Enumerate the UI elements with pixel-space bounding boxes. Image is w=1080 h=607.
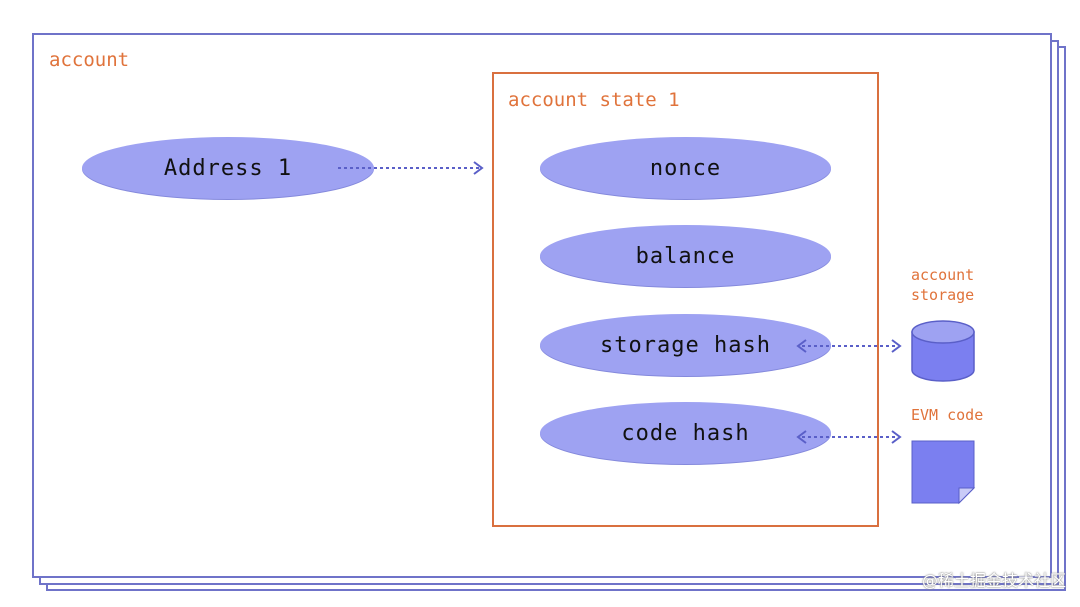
document-icon <box>911 440 976 505</box>
account-state-title: account state 1 <box>508 89 680 111</box>
account-storage-label-text: account storage <box>911 266 975 304</box>
nonce-node: nonce <box>540 137 831 199</box>
storage-hash-node: storage hash <box>540 314 831 376</box>
code-hash-node: code hash <box>540 402 831 464</box>
account-storage-label: account storage <box>911 265 974 305</box>
watermark: @稀土掘金技术社区 <box>921 571 1066 590</box>
account-title: account <box>49 49 130 71</box>
evm-code-label: EVM code <box>911 406 984 424</box>
database-icon <box>911 320 975 382</box>
address-node: Address 1 <box>82 137 374 199</box>
balance-node: balance <box>540 225 831 287</box>
